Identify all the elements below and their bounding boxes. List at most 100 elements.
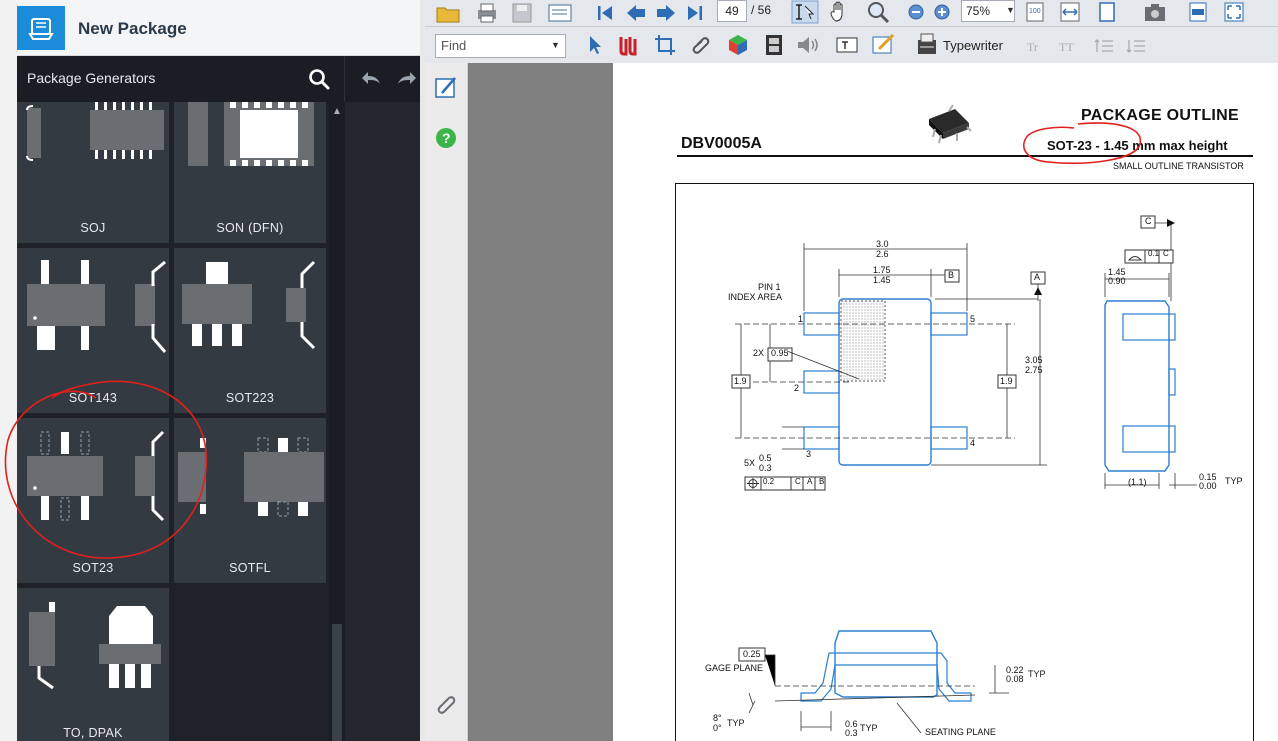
pin1-label-1: PIN 1 <box>758 282 781 292</box>
undo-button[interactable] <box>359 68 383 90</box>
side-width-min: 0.90 <box>1108 276 1126 286</box>
package-tile-sotfl[interactable]: SOTFL <box>174 418 326 583</box>
undo-icon <box>362 72 380 84</box>
gage-plane-label: GAGE PLANE <box>705 663 764 673</box>
attach-tool-icon[interactable] <box>689 33 713 57</box>
decrease-line-spacing-icon[interactable] <box>1093 37 1115 55</box>
select-text-tool-icon[interactable] <box>791 0 819 24</box>
attachments-panel-icon[interactable] <box>434 693 458 717</box>
package-tile-son-dfn[interactable]: SON (DFN) <box>174 102 326 243</box>
tolerance-ref-b: B <box>819 477 825 486</box>
package-label: SOT143 <box>68 391 118 405</box>
tolerance-ref-c: C <box>795 477 801 486</box>
soj-package-icon <box>26 102 164 161</box>
scrollbar-thumb[interactable] <box>332 624 342 741</box>
save-icon[interactable] <box>511 2 533 24</box>
search-button[interactable] <box>307 67 331 91</box>
video-tool-icon[interactable] <box>763 33 785 57</box>
find-input[interactable]: Find <box>435 34 566 58</box>
svg-text:100: 100 <box>1029 8 1041 15</box>
side-reference: (1.1) <box>1128 477 1147 487</box>
properties-icon[interactable] <box>547 2 573 24</box>
pitch-label: 2X <box>753 348 765 358</box>
package-tile-to-dpak[interactable]: TO, DPAK <box>17 588 169 741</box>
package-tile-soj[interactable]: SOJ <box>17 102 169 243</box>
page-total: / 56 <box>751 3 772 17</box>
package-grid: SOJ SON (DFN) <box>17 102 329 741</box>
next-page-icon[interactable] <box>655 2 677 24</box>
hand-tool-icon[interactable] <box>827 0 851 24</box>
document-subtitle: SOT-23 - 1.45 mm max height <box>1047 138 1228 153</box>
package-label: SOTFL <box>229 561 271 575</box>
datum-b: B <box>948 270 955 280</box>
first-page-icon[interactable] <box>595 2 615 24</box>
print-icon[interactable] <box>475 2 499 24</box>
help-icon[interactable]: ? <box>434 126 458 150</box>
side-flat-value: 0.1 <box>1148 249 1160 258</box>
fit-width-icon[interactable] <box>1059 1 1081 23</box>
package-app-icon <box>17 6 65 50</box>
tolerance-position: 0.2 <box>763 477 775 486</box>
heading-rule <box>677 155 1253 157</box>
full-screen-icon[interactable] <box>1223 1 1245 23</box>
zoom-tool-icon[interactable] <box>865 0 891 24</box>
highlight-tool-icon[interactable] <box>617 33 641 57</box>
zoom-in-icon[interactable] <box>933 3 951 21</box>
form-tool-icon[interactable] <box>871 33 897 57</box>
red-annotation-ellipse <box>1023 122 1142 164</box>
foot-length-typ: TYP <box>860 723 878 733</box>
datum-a: A <box>1034 272 1041 282</box>
row-pitch-left: 1.9 <box>734 376 747 386</box>
sotfl-package-icon <box>178 437 324 517</box>
dim-lead-span-max: 1.75 <box>873 265 891 275</box>
lead-thickness-typ: TYP <box>1028 669 1046 679</box>
angle-typ: TYP <box>727 718 745 728</box>
zoom-out-icon[interactable] <box>907 3 925 21</box>
row-pitch-right: 1.9 <box>1000 376 1013 386</box>
find-dropdown-icon[interactable]: ▼ <box>551 40 560 50</box>
angle-max: 8° <box>713 713 722 723</box>
svg-text:TT: TT <box>1059 40 1074 54</box>
tools-toolbar: Find ▼ Typewriter <box>425 27 1278 64</box>
tolerance-ref-a: A <box>807 477 813 486</box>
increase-text-size-icon[interactable]: TT <box>1057 37 1081 55</box>
fit-page-icon[interactable] <box>1097 1 1117 23</box>
document-subsubtitle: SMALL OUTLINE TRANSISTOR <box>1113 161 1244 171</box>
typewriter-label[interactable]: Typewriter <box>943 38 1003 53</box>
previous-page-icon[interactable] <box>625 2 647 24</box>
package-outline-drawing <box>731 215 1197 734</box>
snapshot-icon[interactable] <box>1143 1 1167 23</box>
sound-tool-icon[interactable] <box>795 33 821 57</box>
3d-tool-icon[interactable] <box>725 32 751 58</box>
header-divider <box>344 56 345 102</box>
zoom-level-input[interactable]: 75% <box>961 0 1015 22</box>
increase-line-spacing-icon[interactable] <box>1125 37 1147 55</box>
select-arrow-icon[interactable] <box>585 33 605 57</box>
pin-4-label: 4 <box>970 438 976 448</box>
redo-icon <box>398 72 416 84</box>
page-number-input[interactable]: 49 <box>717 0 747 22</box>
scroll-up-arrow-icon[interactable]: ▲ <box>332 106 342 117</box>
decrease-text-size-icon[interactable]: Tr <box>1025 37 1047 55</box>
comments-panel-icon[interactable] <box>433 75 459 101</box>
last-page-icon[interactable] <box>685 2 705 24</box>
actual-size-icon[interactable]: 100 <box>1025 1 1045 23</box>
grid-scrollbar[interactable]: ▲ <box>329 102 345 741</box>
package-tile-sot143[interactable]: SOT143 <box>17 248 169 413</box>
package-label: SOJ <box>80 221 106 235</box>
package-tile-sot23[interactable]: SOT23 <box>17 418 169 583</box>
redo-button[interactable] <box>395 68 419 90</box>
side-gap-min: 0.00 <box>1199 481 1217 491</box>
sot23-package-icon <box>27 430 165 522</box>
side-width-max: 1.45 <box>1108 267 1126 277</box>
lead-thickness-min: 0.08 <box>1006 674 1024 684</box>
typewriter-icon[interactable] <box>915 32 939 58</box>
crop-tool-icon[interactable] <box>653 33 677 57</box>
open-folder-icon[interactable] <box>435 2 463 24</box>
single-page-icon[interactable] <box>1187 1 1209 23</box>
zoom-dropdown-icon[interactable]: ▼ <box>1006 5 1015 15</box>
package-tile-sot223[interactable]: SOT223 <box>174 248 326 413</box>
package-label: SOT223 <box>225 391 275 405</box>
text-field-tool-icon[interactable] <box>835 35 859 55</box>
document-heading: PACKAGE OUTLINE <box>1081 107 1239 124</box>
